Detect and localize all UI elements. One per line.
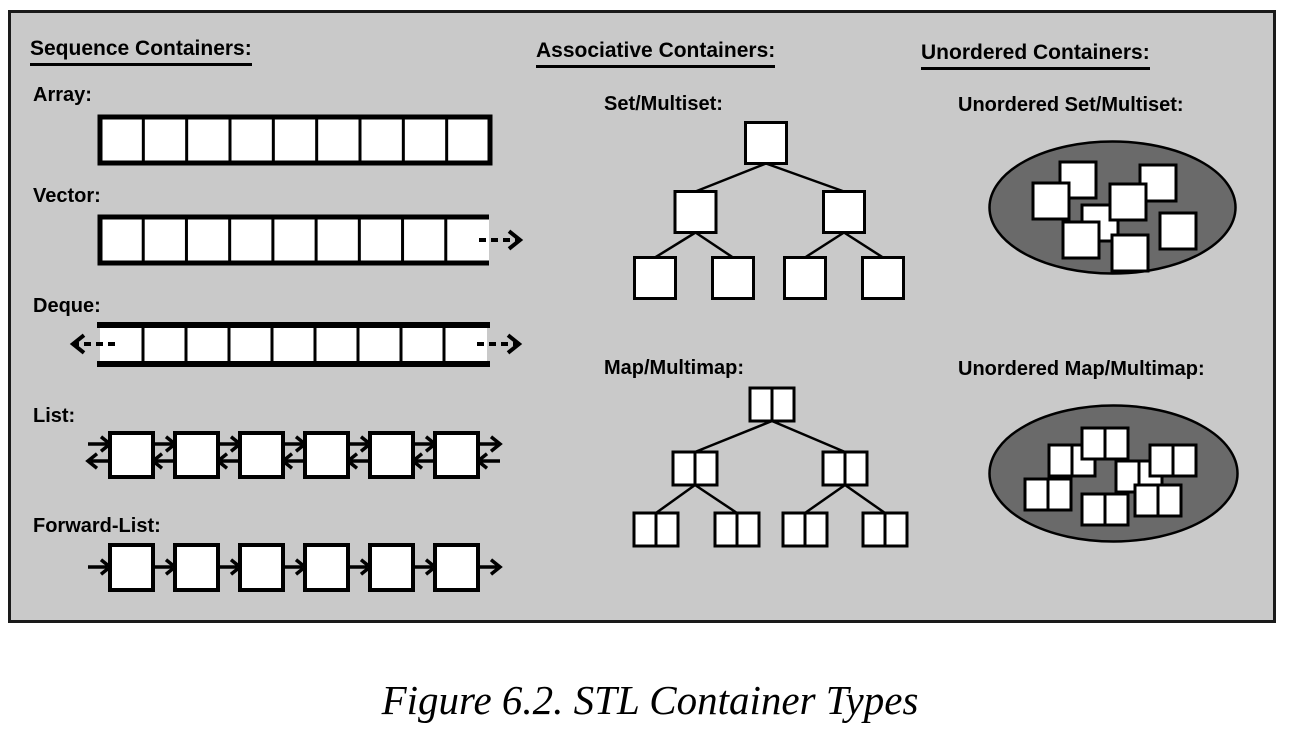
forward-list-label: Forward-List: — [33, 515, 161, 537]
list-label: List: — [33, 405, 76, 427]
unordered-map-multimap-diagram — [988, 404, 1239, 543]
vector-diagram — [97, 214, 524, 266]
forward-list-diagram — [88, 543, 503, 592]
deque-diagram — [69, 322, 523, 367]
map-multimap-label: Map/Multimap: — [604, 357, 744, 379]
deque-label: Deque: — [33, 295, 101, 317]
map-multimap-tree-diagram — [632, 386, 909, 548]
figure-caption: Figure 6.2. STL Container Types — [381, 677, 919, 723]
unordered-map-multimap-label: Unordered Map/Multimap: — [958, 358, 1205, 380]
unordered-set-multiset-label: Unordered Set/Multiset: — [958, 94, 1184, 116]
array-label: Array: — [33, 84, 92, 106]
sequence-containers-heading: Sequence Containers: — [30, 37, 252, 66]
diagram-panel: Sequence Containers: Associative Contain… — [8, 10, 1276, 623]
array-diagram — [97, 114, 493, 166]
associative-containers-heading: Associative Containers: — [536, 39, 776, 68]
set-multiset-label: Set/Multiset: — [604, 93, 723, 115]
unordered-containers-heading: Unordered Containers: — [921, 41, 1150, 70]
unordered-set-multiset-diagram — [988, 140, 1237, 275]
set-multiset-tree-diagram — [633, 121, 905, 300]
list-diagram — [85, 431, 503, 479]
vector-label: Vector: — [33, 185, 101, 207]
